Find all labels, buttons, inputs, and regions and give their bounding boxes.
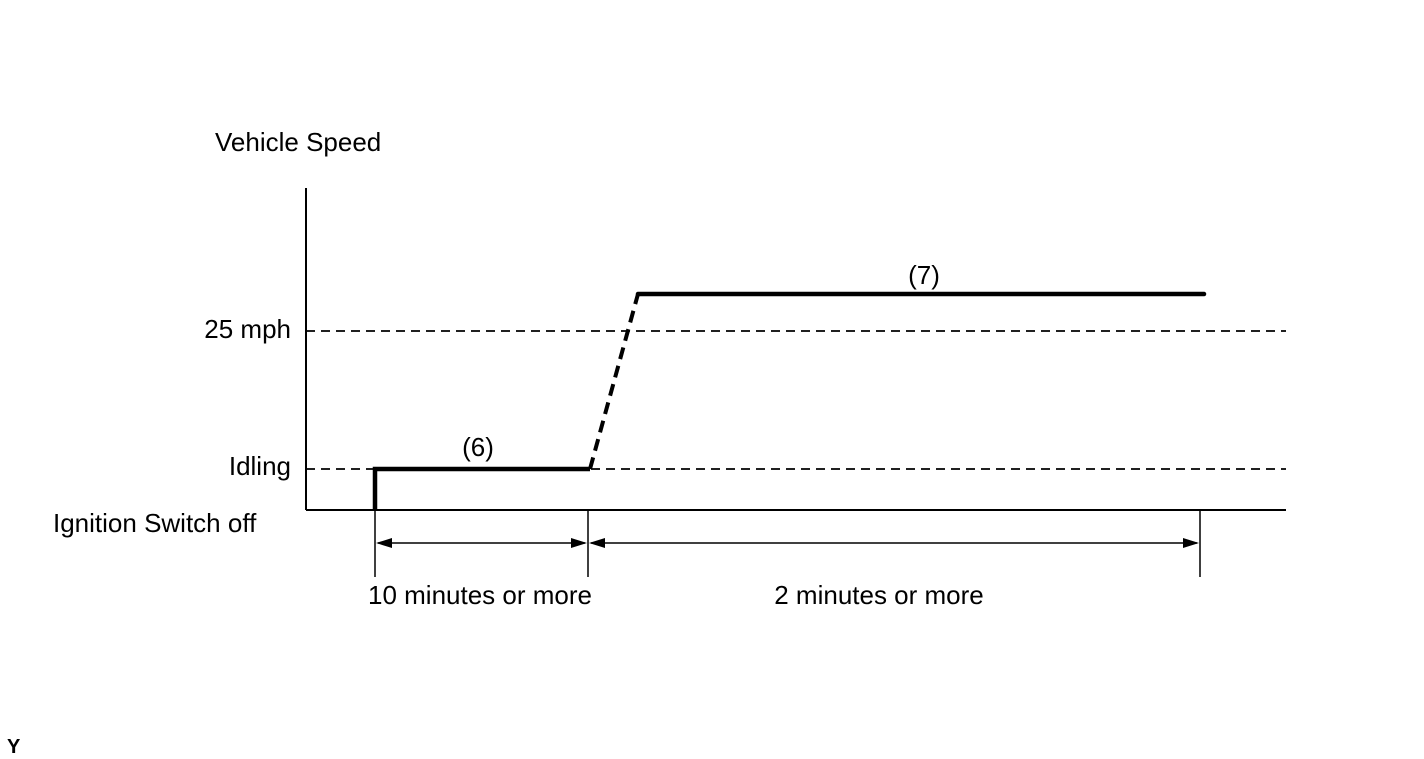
duration-2-label: 2 minutes or more: [774, 580, 984, 610]
speed-profile-acceleration-dashed: [588, 293, 640, 470]
label-25mph: 25 mph: [204, 314, 291, 344]
step-7-label: (7): [908, 260, 940, 290]
duration-1-label: 10 minutes or more: [368, 580, 592, 610]
duration-arrow-1: [376, 538, 587, 548]
label-idling: Idling: [229, 451, 291, 481]
y-axis-title: Vehicle Speed: [215, 127, 381, 157]
figure-code-label: Y: [7, 736, 21, 758]
step-6-label: (6): [462, 432, 494, 462]
speed-profile-idle-segment: [372, 466, 590, 510]
duration-arrow-2: [589, 538, 1199, 548]
label-ignition-switch-off: Ignition Switch off: [53, 508, 257, 538]
